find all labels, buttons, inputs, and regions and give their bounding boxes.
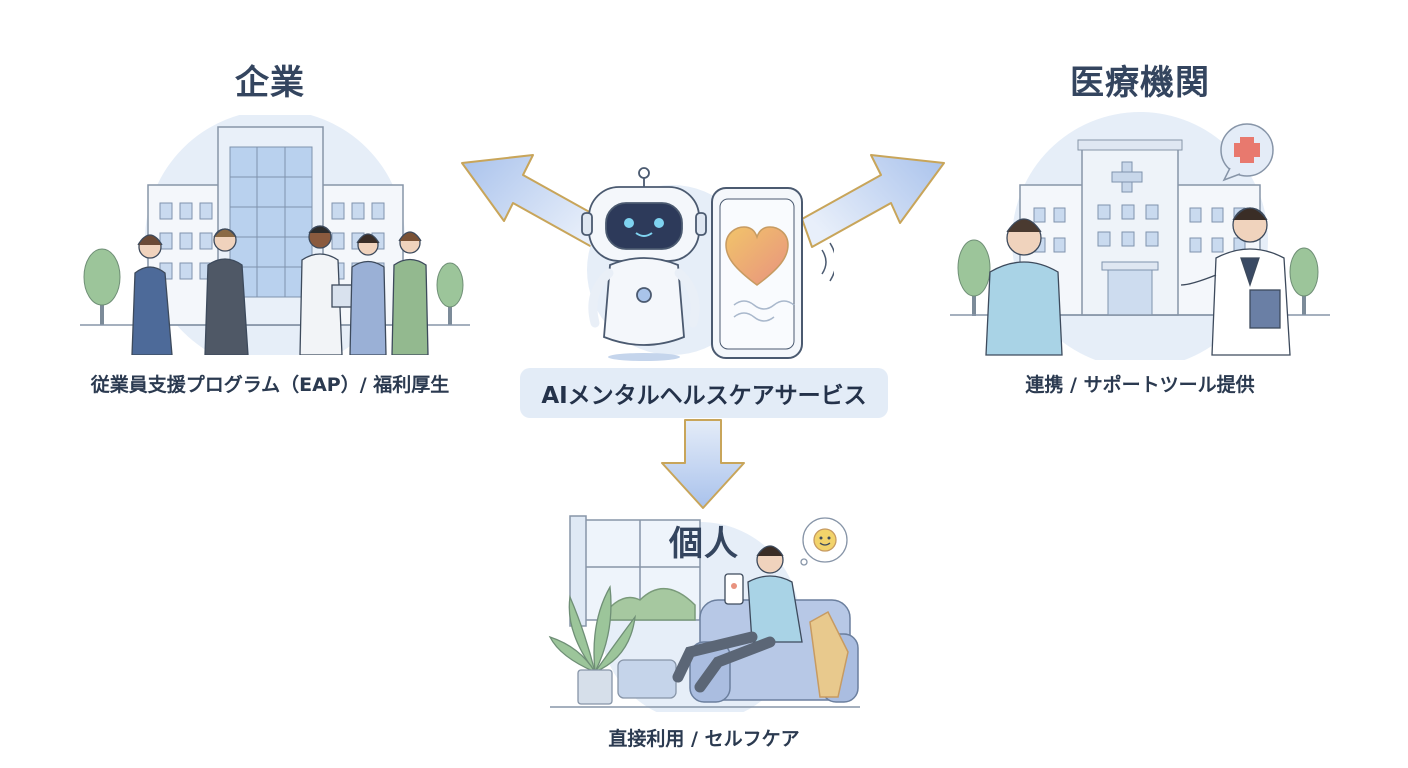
window-icon [569, 515, 701, 627]
hospital-icon [1019, 139, 1261, 316]
arrow-to-medical [801, 154, 945, 248]
node-title-company: 企業 [235, 63, 305, 103]
center-illustration [581, 167, 834, 361]
node-title-individual: 個人 [669, 524, 739, 564]
node-caption-individual: 直接利用 / セルフケア [608, 728, 800, 750]
heart-icon [725, 226, 789, 286]
smiley-bubble-icon [800, 517, 848, 566]
medical-cross-bubble-icon [1220, 123, 1274, 182]
patient-icon [985, 218, 1063, 356]
tree-icon [83, 248, 464, 325]
node-caption-company: 従業員支援プログラム（EAP）/ 福利厚生 [90, 374, 450, 396]
medical-illustration [950, 112, 1330, 360]
people-group-icon [131, 225, 429, 355]
node-caption-medical: 連携 / サポートツール提供 [1025, 374, 1255, 396]
plant-icon [548, 584, 636, 705]
individual-illustration [548, 515, 860, 712]
node-title-medical: 医療機関 [1070, 63, 1210, 103]
company-illustration [80, 115, 470, 355]
arrow-to-company [461, 154, 613, 248]
robot-icon [581, 167, 707, 361]
doctor-icon [1180, 207, 1291, 356]
tree-icon [957, 239, 1319, 316]
arrow-to-individual [661, 419, 745, 509]
smartphone-icon [711, 187, 834, 359]
center-service-label: AIメンタルヘルスケアサービス [520, 368, 888, 418]
person-relaxing-icon [672, 545, 803, 693]
